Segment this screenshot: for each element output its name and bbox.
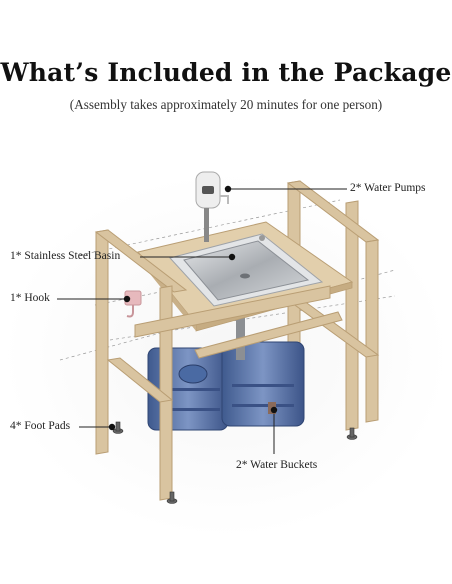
page-subtitle: (Assembly takes approximately 20 minutes… [69,97,383,112]
drain-pipe [236,300,245,360]
steel-basin [169,233,324,307]
hook-part [124,290,142,318]
callout-hook: 1* Hook [10,292,50,304]
callout-dots [108,185,278,431]
callout-foot-pads: 4* Foot Pads [10,420,71,432]
front-frame [94,229,331,501]
water-bucket-right [221,341,305,427]
callout-lines [57,188,347,454]
callout-water-pumps: 2* Water Pumps [350,182,426,194]
callout-basin: 1* Stainless Steel Basin [10,250,121,262]
page-title: What’s Included in the Package [0,58,452,87]
callout-water-buckets: 2* Water Buckets [236,459,318,471]
foot-pads [112,421,358,504]
water-pump-part [195,171,229,242]
crossbar [194,311,343,359]
